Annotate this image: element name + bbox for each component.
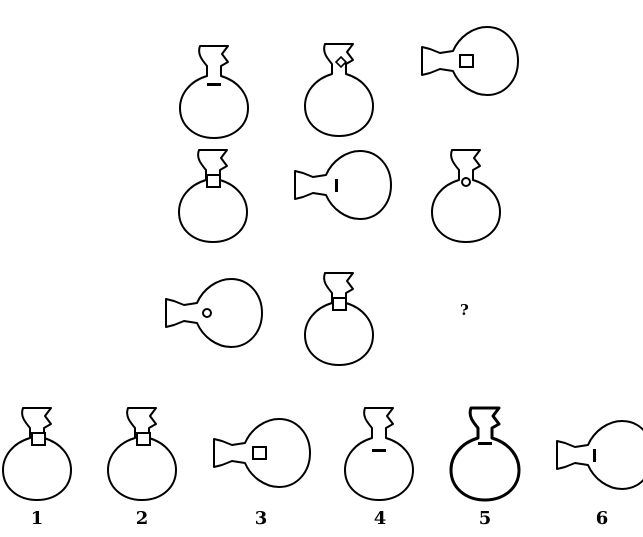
- option-3-label[interactable]: 3: [246, 508, 276, 529]
- vase-r2c2: [295, 151, 391, 219]
- square-mark: [32, 433, 45, 445]
- option-4-label[interactable]: 4: [365, 508, 395, 529]
- square-mark: [207, 175, 220, 187]
- square-mark: [253, 447, 266, 459]
- square-mark: [333, 298, 346, 310]
- square-mark: [137, 433, 150, 445]
- option-6-figure[interactable]: [557, 421, 643, 489]
- matrix-row-3: [166, 273, 373, 365]
- option-5-figure[interactable]: [451, 408, 519, 500]
- circle-mark: [203, 309, 211, 317]
- dash-mark: [372, 449, 386, 452]
- vase-r3c1: [166, 279, 262, 347]
- vase-r2c3: [432, 150, 500, 242]
- option-2-label[interactable]: 2: [127, 508, 157, 529]
- vase-r2c1: [179, 150, 247, 242]
- option-4-figure[interactable]: [345, 408, 413, 500]
- option-3-figure[interactable]: [214, 419, 310, 487]
- vertical-line-mark: [335, 179, 338, 192]
- answer-options[interactable]: [3, 408, 643, 500]
- missing-cell-question-mark: ?: [460, 301, 469, 319]
- vase-r1c2: [305, 44, 373, 136]
- option-1-label[interactable]: 1: [22, 508, 52, 529]
- matrix-row-2: [179, 150, 500, 242]
- square-mark: [460, 55, 473, 67]
- vase-r1c3: [422, 27, 518, 95]
- circle-mark: [462, 178, 470, 186]
- option-2-figure[interactable]: [108, 408, 176, 500]
- matrix-row-1: [180, 27, 518, 138]
- vertical-line-mark: [593, 449, 596, 462]
- option-5-label[interactable]: 5: [470, 508, 500, 529]
- dash-mark: [207, 83, 221, 86]
- dash-mark: [478, 442, 492, 445]
- vase-r1c1: [180, 46, 248, 138]
- option-6-label[interactable]: 6: [587, 508, 617, 529]
- option-1-figure[interactable]: [3, 408, 71, 500]
- vase-r3c2: [305, 273, 373, 365]
